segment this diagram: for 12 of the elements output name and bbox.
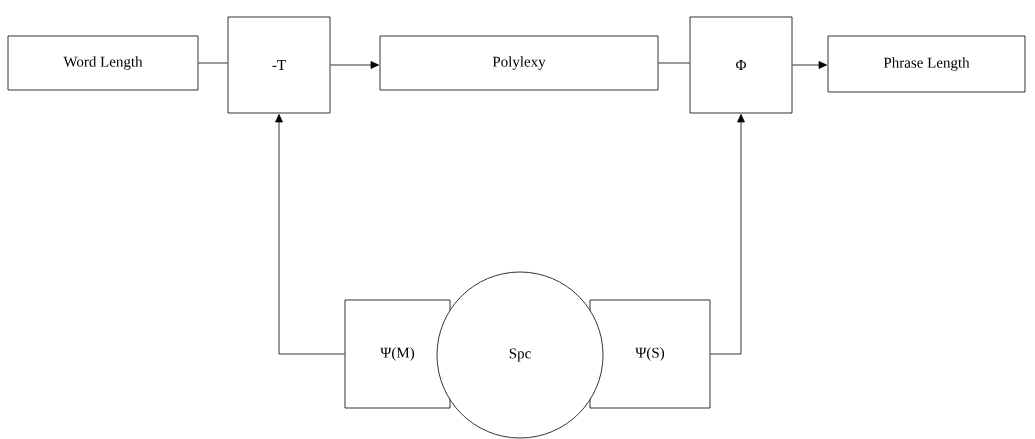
- arrow: [710, 113, 745, 355]
- process-box: Polylexy: [379, 35, 659, 91]
- arrow: [330, 61, 379, 69]
- process-box: Ψ(S): [589, 299, 711, 409]
- process-box: Φ: [689, 16, 793, 114]
- node-label: Spc: [509, 348, 531, 362]
- arrow: [275, 113, 345, 355]
- process-box: Phrase Length: [827, 35, 1026, 93]
- process-box: Word Length: [7, 35, 199, 91]
- arrow: [792, 61, 828, 69]
- process-box: -T: [227, 16, 331, 114]
- process-box: Ψ(M): [344, 299, 451, 409]
